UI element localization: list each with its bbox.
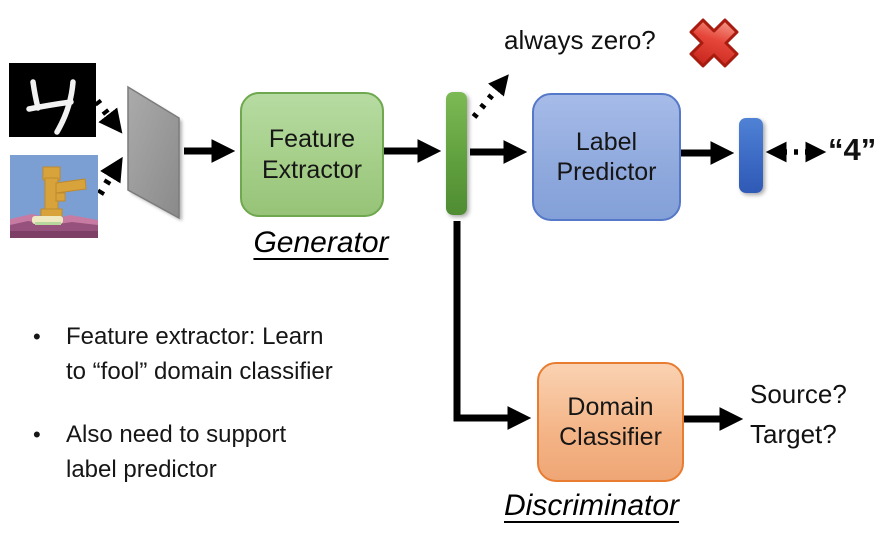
input-plane-icon <box>127 85 180 220</box>
bullet-marker: • <box>33 324 41 349</box>
bullet-text-line1: Feature extractor: Learn <box>66 323 324 350</box>
bullet-text: Also need to support label predictor <box>66 417 286 487</box>
always-zero-text: always zero? <box>504 25 656 55</box>
discriminator-caption: Discriminator <box>504 489 680 522</box>
domain-output-line2: Target? <box>750 419 837 449</box>
bullet-marker: • <box>33 422 41 447</box>
domain-classifier-label-line2: Classifier <box>559 423 662 451</box>
bullet-text: Feature extractor: Learn to “fool” domai… <box>66 319 333 389</box>
input-plane-shadow <box>131 90 182 221</box>
generator-caption: Generator <box>253 226 389 259</box>
list-item: • Also need to support label predictor <box>33 417 333 487</box>
domain-output-text: Source? Target? <box>750 374 870 454</box>
domain-output-line1: Source? <box>750 379 847 409</box>
feature-extractor-label-line1: Feature <box>268 125 356 153</box>
feature-vector-bar <box>446 92 467 215</box>
notes-list: • Feature extractor: Learn to “fool” dom… <box>33 319 333 515</box>
mnist-digit-image <box>9 63 96 137</box>
list-item: • Feature extractor: Learn to “fool” dom… <box>33 319 333 389</box>
label-predictor-box: Label Predictor <box>532 93 681 221</box>
label-predictor-label-line2: Predictor <box>556 158 657 186</box>
domain-classifier-label-line1: Domain <box>567 392 654 421</box>
feature-extractor-label-line2: Extractor <box>261 155 363 184</box>
bar-to-alwayszero-dotted-arrow <box>471 74 509 119</box>
mnist-to-plane-dotted-arrow <box>94 98 123 134</box>
bullet-text-line2: label predictor <box>66 456 217 483</box>
bullet-text-line2: to “fool” domain classifier <box>66 358 333 385</box>
label-predictor-label-line1: Label <box>575 127 638 156</box>
domain-classifier-box: Domain Classifier <box>537 362 684 482</box>
output-value-text: “4” <box>828 132 877 167</box>
output-vector-bar <box>739 118 763 193</box>
red-cross-icon <box>689 18 739 68</box>
feature-extractor-box: Feature Extractor <box>240 92 384 217</box>
svhn-to-plane-dotted-arrow <box>97 156 123 196</box>
bullet-text-line1: Also need to support <box>66 421 287 448</box>
svhn-digit-image <box>10 155 98 238</box>
bar-to-domainclassifier-elbow-arrow <box>453 221 532 430</box>
